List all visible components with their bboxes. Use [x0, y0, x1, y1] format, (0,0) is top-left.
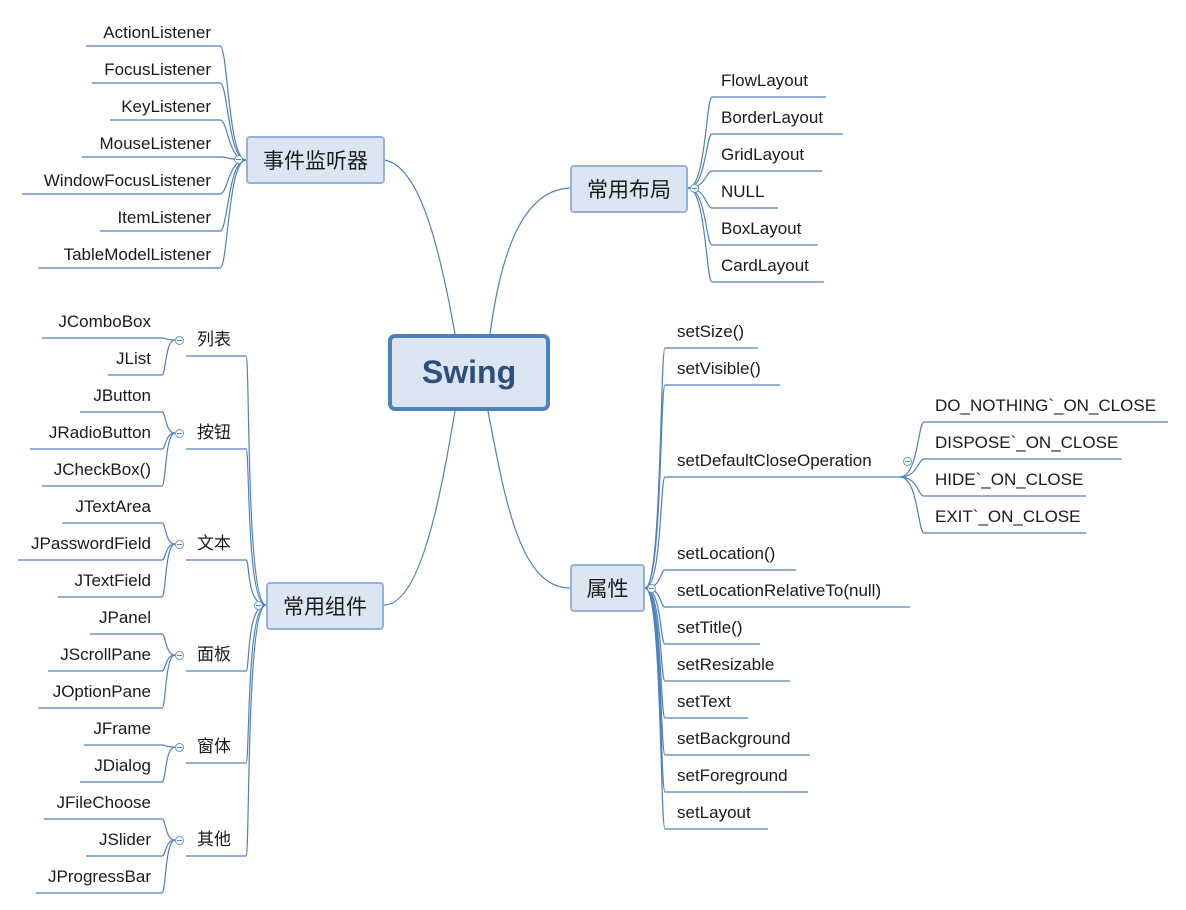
component-item[interactable]: JPasswordField: [31, 534, 151, 553]
layout-item[interactable]: CardLayout: [721, 256, 809, 275]
collapse-icon[interactable]: [254, 601, 263, 610]
close-op-item[interactable]: DISPOSE`_ON_CLOSE: [935, 433, 1119, 452]
component-item[interactable]: JPanel: [99, 608, 151, 627]
collapse-icon[interactable]: [175, 336, 184, 345]
event-item[interactable]: TableModelListener: [63, 245, 211, 264]
component-item[interactable]: JList: [116, 349, 151, 368]
branch-events[interactable]: 事件监听器: [246, 136, 385, 184]
component-item[interactable]: JFileChoose: [56, 793, 152, 812]
event-item[interactable]: FocusListener: [104, 60, 211, 79]
close-op-item[interactable]: EXIT`_ON_CLOSE: [935, 507, 1081, 526]
component-item[interactable]: JScrollPane: [60, 645, 151, 664]
property-item[interactable]: setBackground: [677, 729, 791, 748]
property-item[interactable]: setLocation(): [677, 544, 776, 563]
root-node[interactable]: Swing: [388, 334, 550, 411]
collapse-icon[interactable]: [234, 155, 243, 164]
layout-item[interactable]: NULL: [721, 182, 765, 201]
property-item[interactable]: setTitle(): [677, 618, 743, 637]
component-item[interactable]: JDialog: [94, 756, 151, 775]
property-item[interactable]: setForeground: [677, 766, 788, 785]
event-item[interactable]: ItemListener: [117, 208, 211, 227]
component-item[interactable]: JComboBox: [58, 312, 151, 331]
component-group-other[interactable]: 其他: [197, 830, 231, 849]
close-op-item[interactable]: HIDE`_ON_CLOSE: [935, 470, 1084, 489]
event-item[interactable]: WindowFocusListener: [43, 171, 211, 190]
component-item[interactable]: JTextField: [74, 571, 151, 590]
component-item[interactable]: JRadioButton: [48, 423, 151, 442]
collapse-icon[interactable]: [175, 743, 184, 752]
property-item[interactable]: setDefaultCloseOperation: [677, 451, 872, 470]
collapse-icon[interactable]: [903, 457, 912, 466]
branch-layouts[interactable]: 常用布局: [570, 165, 688, 213]
property-item[interactable]: setSize(): [677, 322, 745, 341]
component-item[interactable]: JProgressBar: [48, 867, 151, 886]
event-item[interactable]: KeyListener: [121, 97, 211, 116]
component-group-panel[interactable]: 面板: [197, 645, 231, 664]
property-item[interactable]: setResizable: [677, 655, 775, 674]
component-item[interactable]: JButton: [93, 386, 151, 405]
component-item[interactable]: JCheckBox(): [53, 460, 151, 479]
collapse-icon[interactable]: [175, 836, 184, 845]
component-group-list[interactable]: 列表: [197, 330, 231, 349]
branch-components[interactable]: 常用组件: [266, 582, 384, 630]
collapse-icon[interactable]: [690, 184, 699, 193]
component-item[interactable]: JFrame: [93, 719, 151, 738]
property-item[interactable]: setVisible(): [677, 359, 761, 378]
collapse-icon[interactable]: [175, 429, 184, 438]
collapse-icon[interactable]: [175, 651, 184, 660]
component-item[interactable]: JSlider: [99, 830, 151, 849]
event-item[interactable]: ActionListener: [103, 23, 211, 42]
branch-properties[interactable]: 属性: [570, 564, 645, 612]
property-item[interactable]: setLocationRelativeTo(null): [677, 581, 882, 600]
collapse-icon[interactable]: [647, 584, 656, 593]
component-group-button[interactable]: 按钮: [197, 423, 231, 442]
layout-item[interactable]: BorderLayout: [721, 108, 824, 127]
property-item[interactable]: setText: [677, 692, 731, 711]
property-item[interactable]: setLayout: [677, 803, 751, 822]
close-op-item[interactable]: DO_NOTHING`_ON_CLOSE: [935, 396, 1157, 415]
layout-item[interactable]: BoxLayout: [721, 219, 802, 238]
component-group-text[interactable]: 文本: [197, 534, 231, 553]
layout-item[interactable]: GridLayout: [721, 145, 805, 164]
collapse-icon[interactable]: [175, 540, 184, 549]
event-item[interactable]: MouseListener: [99, 134, 211, 153]
layout-item[interactable]: FlowLayout: [721, 71, 808, 90]
component-group-window[interactable]: 窗体: [197, 737, 231, 756]
component-item[interactable]: JOptionPane: [52, 682, 151, 701]
component-item[interactable]: JTextArea: [75, 497, 151, 516]
